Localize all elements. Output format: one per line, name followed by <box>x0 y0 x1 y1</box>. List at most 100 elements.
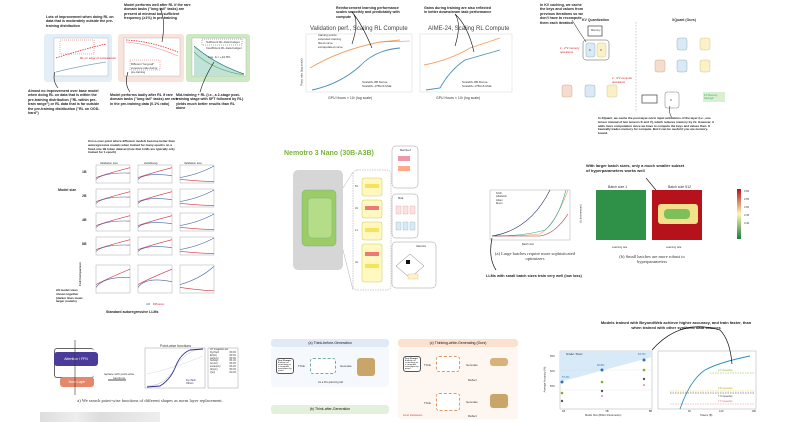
series-line <box>95 191 131 202</box>
prompt-text: A white cat scratching on a crumpled new… <box>405 360 419 370</box>
series-line <box>95 196 131 204</box>
series-line <box>137 239 173 250</box>
column-title: HellaSwag <box>144 161 158 165</box>
row-label: 4B <box>82 218 87 222</box>
accuracy: 80.5% <box>229 354 236 357</box>
function-name: tanh(αx) <box>210 357 219 360</box>
series-line <box>179 266 215 285</box>
colorbar-tick: 3.60 <box>744 190 750 193</box>
annotation: Mid-training + RL (i.e., a 2-stage post-… <box>176 93 244 111</box>
chart-label: Different "long-tail" exposure ratio dur… <box>131 62 158 74</box>
series-line <box>137 191 173 202</box>
accuracy: 80.0% <box>229 369 236 372</box>
savings-label: KV Memory Savings! <box>704 94 718 100</box>
annotation: Gains during training are also reflected… <box>424 6 492 15</box>
line-legend: SGD Adafactor Adam Muon <box>496 192 507 205</box>
x-axis-label: Learning rate <box>612 246 628 249</box>
mini-chart <box>95 236 131 256</box>
mini-chart <box>179 212 215 232</box>
side-note: Standard autoregressive LLMs <box>106 310 159 314</box>
legend-item: SGD <box>496 192 502 195</box>
note-better: Better <box>576 353 583 356</box>
point-label: 57.4% <box>562 376 570 379</box>
annotation: In KV caching, we cache the keys and val… <box>540 3 584 25</box>
mini-chart <box>95 212 131 232</box>
accuracy: 80.2% <box>229 366 236 369</box>
chart-title: Validation perf., Scaling RL Compute <box>310 26 408 32</box>
xquant-diagram <box>561 19 725 119</box>
mini-chart <box>137 164 173 184</box>
note: As a Pre-planning Aid <box>318 381 343 384</box>
chart-label: RL on edge of competence <box>80 56 116 60</box>
speedup-label: 6.6x speedup <box>718 387 733 390</box>
series-line <box>179 227 215 230</box>
mini-chart <box>137 264 173 294</box>
axis-note: Smaller / Better <box>566 353 583 356</box>
side-note: Model size <box>58 188 77 192</box>
series-line <box>95 277 131 288</box>
legend-item: Muon <box>496 202 503 206</box>
section-header-c: (c) Thinking-while-Generating (Ours) <box>398 339 518 347</box>
annotation: Lots of improvement when doing RL on dat… <box>46 15 114 28</box>
v-label: V <box>600 48 603 52</box>
function-name: Softsign <box>210 360 219 363</box>
colorbar-tick: 3.40 <box>744 222 750 226</box>
series-line <box>95 220 131 228</box>
row-label: 8B <box>82 242 87 246</box>
y-tick: 60% <box>550 370 555 374</box>
legend-ar: AR <box>146 302 151 306</box>
legend-item: Adam <box>496 198 503 202</box>
side-note: All model sizes shown together (darker l… <box>56 288 83 304</box>
legend-diffusion: Diffusion <box>152 302 165 306</box>
mini-chart <box>137 212 173 232</box>
series-line <box>137 215 173 226</box>
series-line <box>179 287 215 292</box>
x-tick: 60 <box>688 410 691 413</box>
heatmap-batch-1 <box>596 190 646 240</box>
point-label: 60.8% <box>597 364 605 367</box>
rl-mini-charts <box>53 7 247 93</box>
repeat-label: 1× <box>355 228 359 232</box>
section-header-a: (a) Think-before-Generation <box>271 339 389 347</box>
reflect-label: Reflect <box>468 378 477 382</box>
series-line <box>137 279 173 288</box>
x-axis-label: Model Size (Billion Parameters) <box>585 414 622 417</box>
table-row: arctan(αx) 80.2% <box>210 366 236 369</box>
generate-label: Generate <box>466 363 478 367</box>
table-row: tanh(αx)80.5% <box>210 358 236 361</box>
legend-item: Adafactor <box>496 195 508 199</box>
x-tick: 120 <box>719 410 724 413</box>
heatmap-title: Batch size 1 <box>608 185 628 189</box>
partial-image <box>490 358 508 366</box>
prompt-text: A white cat scratching on a crumpled new… <box>278 362 292 372</box>
series-line <box>137 222 173 228</box>
thought-box <box>436 393 460 411</box>
speedup-label: 2.7x speedup <box>718 369 733 372</box>
diagram-title: Nemotro 3 Nano (30B-A3B) <box>284 150 374 157</box>
chart-label: Insufficient RL data budget <box>206 46 242 50</box>
annotation: Almost no improvement over base model wh… <box>28 89 100 116</box>
speedup-label: 7.7x speedup <box>718 395 733 398</box>
x-tick: 3B <box>605 410 609 413</box>
x-axis-label: Batch size <box>522 243 534 246</box>
point-label: 63.7% <box>638 353 646 356</box>
table-header: ViT ImageNet acc. <box>210 349 229 351</box>
caption: (a) Large batches require more sophistic… <box>494 251 575 261</box>
function-name: Erf(αx) <box>210 354 217 357</box>
heatmap-batch-512 <box>652 190 702 240</box>
mini-chart <box>95 264 131 294</box>
series-line <box>179 203 215 206</box>
scaling-charts <box>305 11 513 93</box>
y-tick: 55% <box>550 385 555 389</box>
accuracy: 80.6% <box>229 351 236 354</box>
function-name: arctan(αx) <box>210 366 221 369</box>
caption: a) We search point-wise functions of dif… <box>77 398 223 403</box>
y-ticks: 65%60%55% <box>550 349 555 394</box>
colorbar-ticks: 3.60 3.55 3.50 3.45 3.40 <box>744 188 749 228</box>
diagram-title: KV Quantization <box>582 18 610 22</box>
x-tick: 1B <box>562 410 566 413</box>
